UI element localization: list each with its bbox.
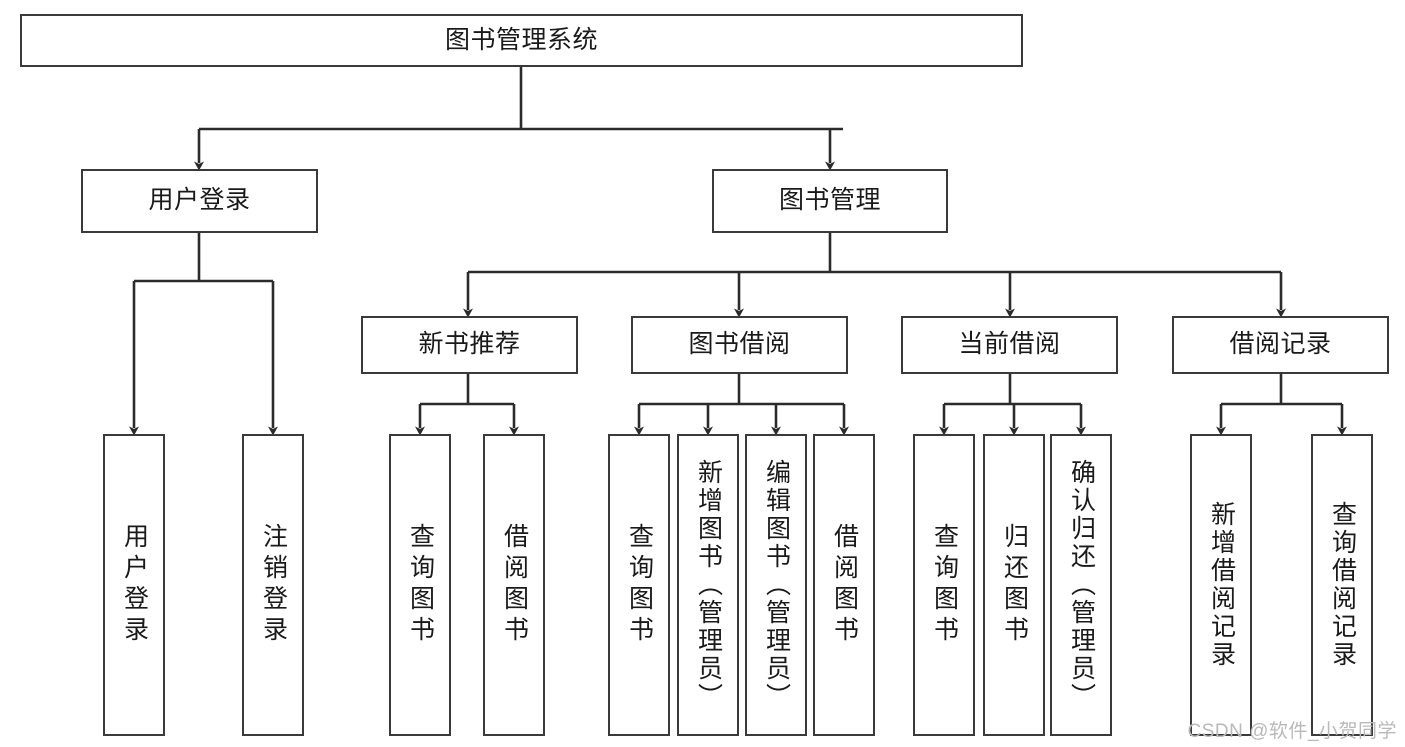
node-leaf-borrow-book-label: 借阅图书: [830, 523, 859, 647]
node-leaf-return-book[interactable]: 归还图书: [983, 434, 1045, 736]
node-leaf-edit-book-admin-label: 编辑图书（管理员）: [762, 459, 791, 711]
node-root-label: 图书管理系统: [444, 25, 598, 54]
node-leaf-confirm-return-admin[interactable]: 确认归还（管理员）: [1050, 434, 1112, 736]
node-leaf-query-borrow-record[interactable]: 查询借阅记录: [1311, 434, 1373, 736]
node-book-manage[interactable]: 图书管理: [712, 169, 948, 233]
node-leaf-borrow-book[interactable]: 借阅图书: [813, 434, 875, 736]
node-leaf-query-book-current-label: 查询图书: [930, 523, 959, 647]
node-user-login[interactable]: 用户登录: [81, 169, 318, 233]
node-book-borrow[interactable]: 图书借阅: [631, 316, 848, 374]
node-leaf-query-borrow-record-label: 查询借阅记录: [1328, 501, 1357, 669]
node-current-borrow[interactable]: 当前借阅: [901, 316, 1118, 374]
node-user-login-label: 用户登录: [148, 186, 251, 215]
node-leaf-user-logout-label: 注销登录: [259, 523, 288, 647]
node-leaf-query-book-rec-label: 查询图书: [406, 523, 435, 647]
node-leaf-add-book-admin-label: 新增图书（管理员）: [694, 459, 723, 711]
node-leaf-return-book-label: 归还图书: [1000, 523, 1029, 647]
node-leaf-query-book-borrow-label: 查询图书: [625, 523, 654, 647]
node-book-manage-label: 图书管理: [778, 186, 881, 215]
node-leaf-user-login-label: 用户登录: [120, 523, 149, 647]
node-leaf-query-book-borrow[interactable]: 查询图书: [608, 434, 670, 736]
node-new-book-rec-label: 新书推荐: [418, 330, 521, 359]
node-leaf-edit-book-admin[interactable]: 编辑图书（管理员）: [745, 434, 807, 736]
node-borrow-record[interactable]: 借阅记录: [1172, 316, 1389, 374]
node-leaf-borrow-book-rec-label: 借阅图书: [500, 523, 529, 647]
node-leaf-user-logout[interactable]: 注销登录: [242, 434, 304, 736]
node-new-book-rec[interactable]: 新书推荐: [361, 316, 578, 374]
node-leaf-query-book-current[interactable]: 查询图书: [913, 434, 975, 736]
node-leaf-confirm-return-admin-label: 确认归还（管理员）: [1067, 459, 1096, 711]
node-leaf-add-book-admin[interactable]: 新增图书（管理员）: [677, 434, 739, 736]
csdn-watermark: CSDN @软件_小贺同学: [1187, 721, 1397, 742]
node-root[interactable]: 图书管理系统: [20, 14, 1023, 67]
node-leaf-user-login[interactable]: 用户登录: [103, 434, 165, 736]
node-leaf-borrow-book-rec[interactable]: 借阅图书: [483, 434, 545, 736]
node-current-borrow-label: 当前借阅: [958, 330, 1061, 359]
node-borrow-record-label: 借阅记录: [1229, 330, 1332, 359]
node-book-borrow-label: 图书借阅: [688, 330, 791, 359]
node-leaf-query-book-rec[interactable]: 查询图书: [389, 434, 451, 736]
node-leaf-add-borrow-record[interactable]: 新增借阅记录: [1190, 434, 1252, 736]
node-leaf-add-borrow-record-label: 新增借阅记录: [1207, 501, 1236, 669]
